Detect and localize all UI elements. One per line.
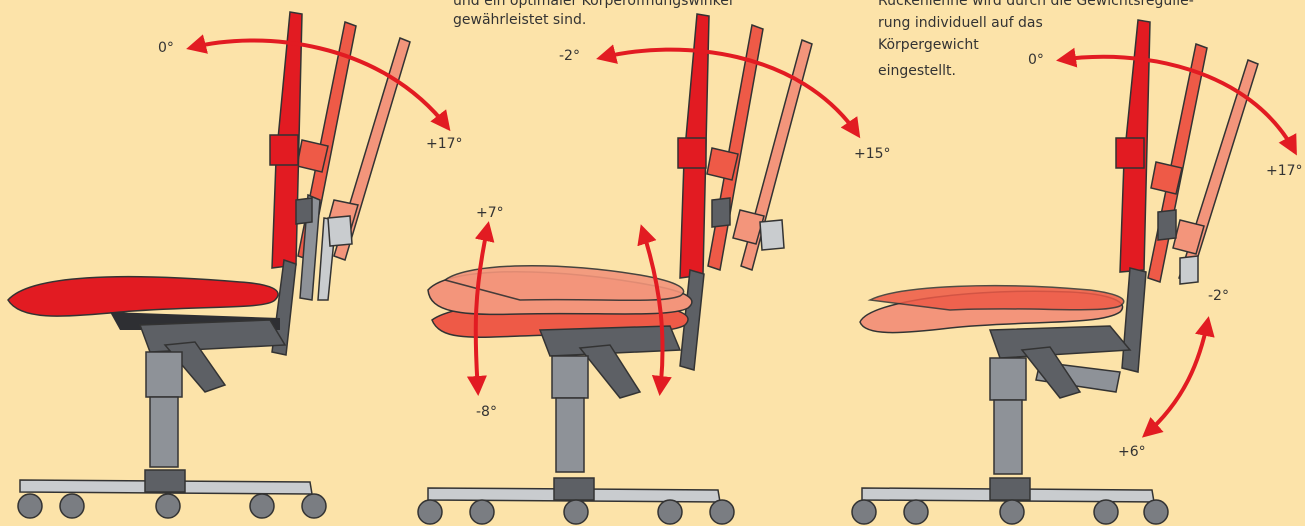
caster bbox=[470, 500, 494, 524]
panel-3-backrest-rear-label: +17° bbox=[1266, 163, 1303, 179]
panel-1-chair bbox=[8, 12, 448, 518]
caster bbox=[418, 500, 442, 524]
seat-mechanism bbox=[990, 326, 1130, 474]
seat bbox=[860, 286, 1124, 333]
panel-2-backrest-forward-label: -2° bbox=[559, 48, 580, 64]
base bbox=[852, 478, 1168, 524]
base bbox=[418, 478, 734, 524]
caster bbox=[250, 494, 274, 518]
panel-3-chair bbox=[852, 20, 1295, 524]
panel-2-seat-down-label: -8° bbox=[476, 404, 497, 420]
caster bbox=[1094, 500, 1118, 524]
panel-3-caption-line-1: Rückenlehne wird durch die Gewichtsregul… bbox=[878, 0, 1194, 10]
panel-3-seat-up-label: -2° bbox=[1208, 288, 1229, 304]
panel-3-backrest-forward-label: 0° bbox=[1028, 52, 1044, 68]
caster bbox=[710, 500, 734, 524]
panel-3-caption-line-4: eingestellt. bbox=[878, 63, 956, 80]
panel-1-backrest-rear-label: +17° bbox=[426, 136, 463, 152]
panel-3-seat-down-label: +6° bbox=[1118, 444, 1146, 460]
caster bbox=[60, 494, 84, 518]
caster bbox=[658, 500, 682, 524]
backrest-rear bbox=[318, 38, 410, 300]
panel-1-backrest-forward-label: 0° bbox=[158, 40, 174, 56]
caster bbox=[564, 500, 588, 524]
seat-mechanism bbox=[540, 326, 680, 472]
panel-2-backrest-rear-label: +15° bbox=[854, 146, 891, 162]
caster bbox=[156, 494, 180, 518]
caster bbox=[1000, 500, 1024, 524]
panel-2-chair bbox=[418, 14, 858, 524]
caster bbox=[18, 494, 42, 518]
seat-mechanism bbox=[140, 320, 285, 467]
backrest-upright bbox=[1116, 20, 1150, 372]
panel-2-caption-line-2: gewährleistet sind. bbox=[453, 12, 586, 29]
backrest-range-arrow bbox=[190, 41, 448, 128]
panel-2-caption-line-1: und ein optimaler Körperöffnungswinkel bbox=[453, 0, 733, 10]
caster bbox=[904, 500, 928, 524]
caster bbox=[1144, 500, 1168, 524]
backrest-range-arrow bbox=[600, 50, 858, 135]
caster bbox=[302, 494, 326, 518]
panel-3-caption-line-3: Körpergewicht bbox=[878, 37, 979, 54]
caster bbox=[852, 500, 876, 524]
seat-tilt-range-arrow bbox=[1145, 320, 1208, 435]
panel-2-seat-up-label: +7° bbox=[476, 205, 504, 221]
base bbox=[18, 470, 326, 518]
panel-3-caption-line-2: rung individuell auf das bbox=[878, 15, 1043, 32]
